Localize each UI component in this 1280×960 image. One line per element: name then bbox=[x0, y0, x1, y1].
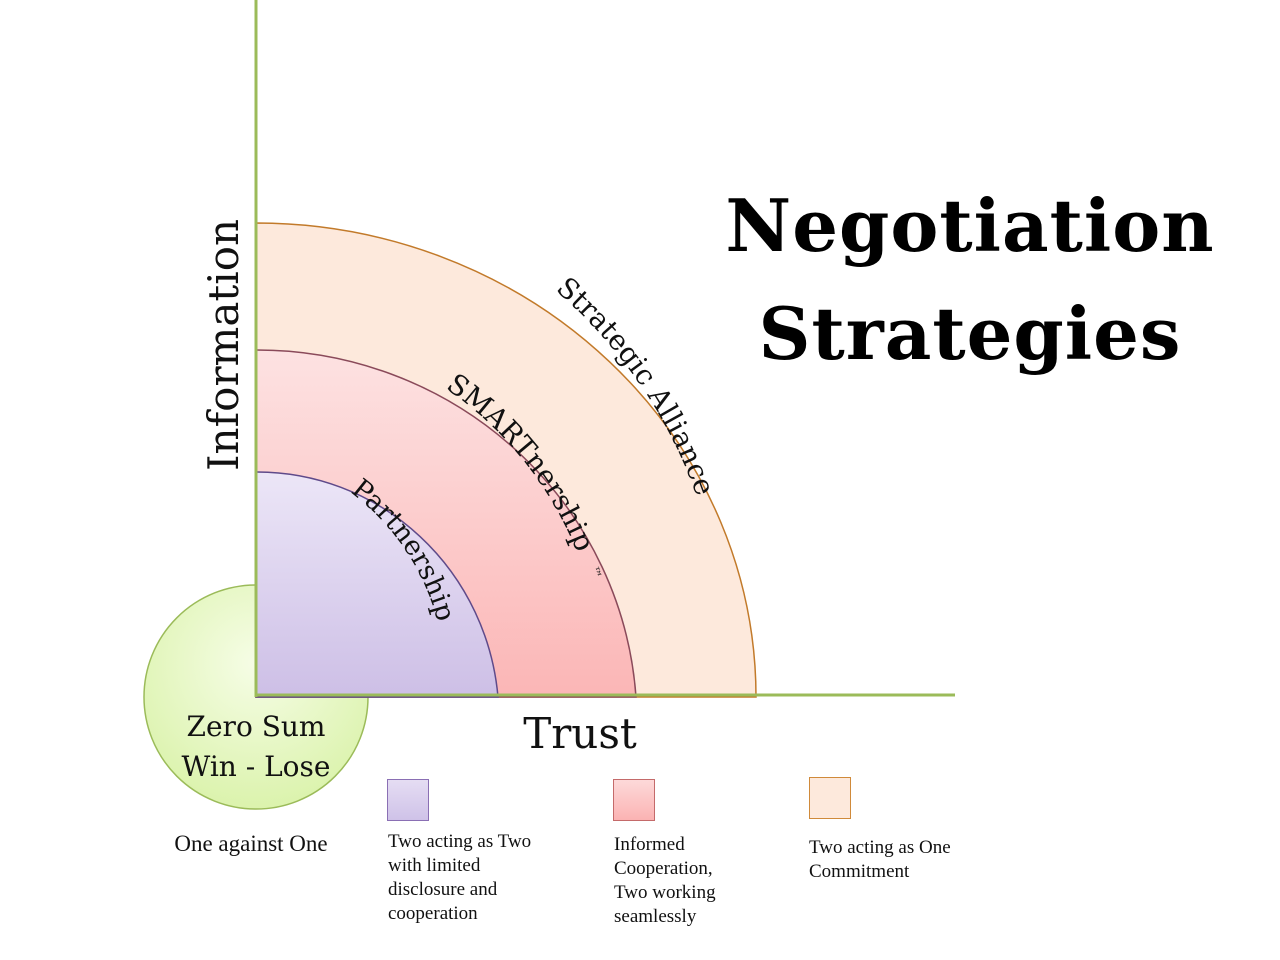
zero-sum-line-1: Zero Sum bbox=[187, 710, 326, 743]
legend-line: Cooperation, bbox=[614, 858, 713, 879]
legend-line: seamlessly bbox=[614, 906, 697, 927]
legend-swatch-partnership bbox=[387, 779, 429, 821]
zero-sum-caption: One against One bbox=[174, 831, 327, 856]
legend-text-partnership: Two acting as Two with limited disclosur… bbox=[388, 830, 531, 926]
legend-line: Two acting as One bbox=[809, 837, 951, 858]
legend-swatch-smartnership bbox=[613, 779, 655, 821]
title-line-1: Negotiation bbox=[725, 183, 1215, 268]
title-line-2: Strategies bbox=[758, 291, 1182, 376]
x-axis-label: Trust bbox=[523, 709, 637, 758]
legend-text-smartnership: Informed Cooperation, Two working seamle… bbox=[614, 833, 716, 929]
partnership-zone bbox=[255, 471, 499, 698]
trademark-mark: ™ bbox=[587, 565, 604, 581]
legend-line: Two acting as Two bbox=[388, 831, 532, 852]
legend-swatch-strategic-alliance bbox=[809, 777, 851, 819]
zero-sum-line-2: Win - Lose bbox=[182, 750, 331, 783]
legend-line: Two working bbox=[614, 882, 716, 903]
legend-line: Commitment bbox=[809, 861, 910, 882]
legend-line: with limited bbox=[388, 855, 481, 876]
legend-text-strategic-alliance: Two acting as One Commitment bbox=[809, 836, 951, 884]
legend-line: cooperation bbox=[388, 903, 478, 924]
legend-line: Informed bbox=[614, 834, 685, 855]
y-axis-label: Information bbox=[199, 219, 248, 471]
legend-line: disclosure and bbox=[388, 879, 498, 900]
